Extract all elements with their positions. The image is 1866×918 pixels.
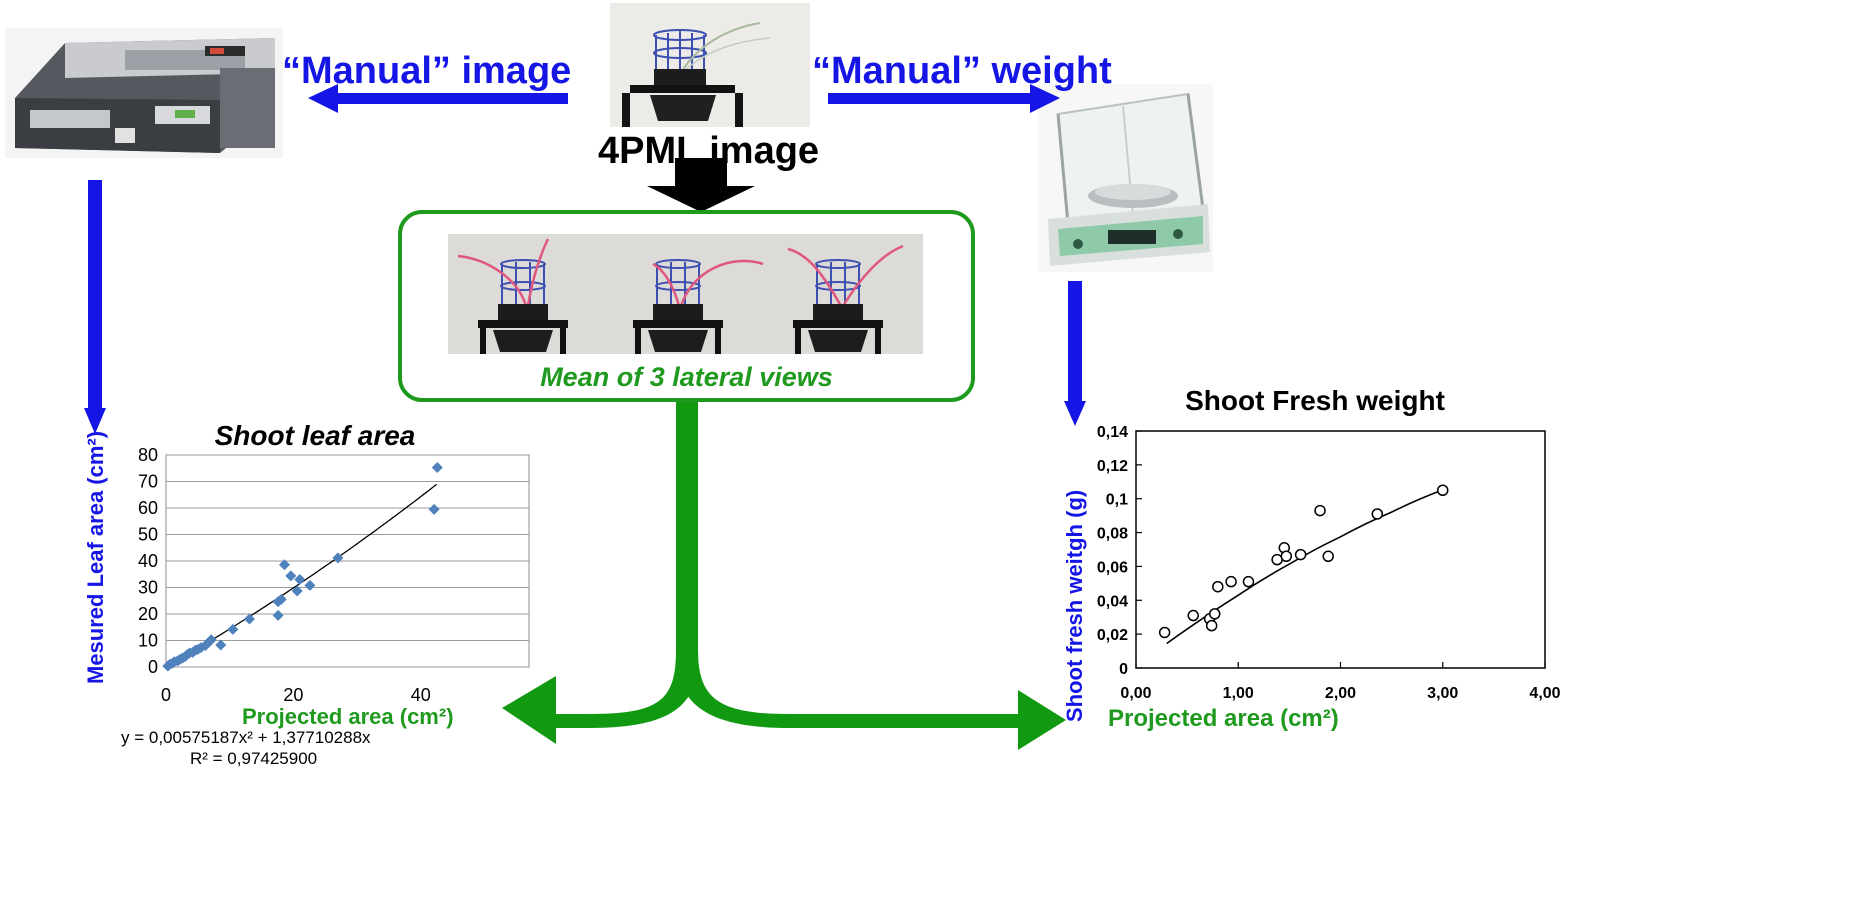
arrow-down-right — [1064, 281, 1086, 426]
data-point — [431, 461, 443, 473]
data-point — [278, 559, 290, 571]
x-tick-label: 0,00 — [1120, 685, 1151, 702]
arrow-green-split — [502, 398, 1066, 750]
right-chart-title: Shoot Fresh weight — [1185, 385, 1445, 416]
manual-weight-label: “Manual” weight — [812, 50, 1112, 92]
data-point — [1158, 626, 1171, 639]
x-tick-label: 40 — [411, 685, 431, 705]
mean-views-label: Mean of 3 lateral views — [540, 362, 833, 392]
data-point — [1314, 504, 1326, 517]
lateral-views-photo — [448, 234, 923, 354]
data-point — [1208, 608, 1221, 620]
leaf-area-chart: 0 10 20 30 40 50 60 70 80 0 20 40 — [138, 448, 530, 705]
data-point — [1322, 550, 1334, 563]
arrow-to-balance — [828, 84, 1060, 113]
data-point — [1187, 609, 1200, 622]
arrow-to-scanner — [308, 84, 568, 113]
data-point — [1437, 484, 1449, 496]
y-tick-label: 70 — [138, 472, 158, 492]
plant-pot-photo — [610, 3, 810, 127]
y-tick-label: 80 — [138, 448, 158, 465]
data-point — [1212, 580, 1224, 593]
data-point — [1371, 508, 1384, 520]
right-chart-xlabel: Projected area (cm²) — [1108, 705, 1339, 732]
plot-area — [1135, 430, 1546, 669]
data-point — [275, 593, 287, 605]
mean-views-box — [398, 210, 975, 402]
data-point — [272, 609, 284, 621]
trend-line — [1166, 489, 1444, 645]
data-point — [1242, 575, 1255, 588]
y-tick-label: 60 — [138, 498, 158, 518]
y-tick-label: 0,08 — [1097, 526, 1128, 543]
fit-equation: y = 0,00575187x² + 1,37710288x — [121, 728, 371, 747]
data-point — [1280, 550, 1293, 563]
data-point — [243, 613, 255, 625]
y-tick-label: 0,04 — [1097, 593, 1128, 610]
data-point — [1294, 548, 1307, 561]
right-chart-ylabel: Shoot fresh weitgh (g) — [1062, 489, 1087, 722]
scanner-photo — [5, 28, 283, 158]
x-tick-label: 0 — [161, 685, 171, 705]
arrow-down-left — [84, 180, 106, 434]
arrow-down-black — [647, 158, 755, 212]
data-point — [332, 552, 344, 564]
balance-photo — [1038, 84, 1213, 272]
data-point — [205, 634, 217, 646]
data-point — [285, 570, 297, 582]
data-point — [1225, 575, 1237, 588]
fresh-weight-chart: 0 0,02 0,04 0,06 0,08 0,1 0,12 0,14 0,00 1,00 2,00… — [1097, 425, 1561, 702]
x-tick-label: 4,00 — [1529, 685, 1560, 702]
y-tick-label: 30 — [138, 578, 158, 598]
y-tick-label: 0 — [1119, 661, 1128, 678]
data-point — [215, 639, 227, 651]
left-chart-ylabel: Mesured Leaf area (cm²) — [83, 430, 108, 684]
y-tick-label: 40 — [138, 551, 158, 571]
y-tick-label: 0 — [148, 657, 158, 677]
data-point — [291, 585, 303, 597]
fit-r2: R² = 0,97425900 — [190, 749, 318, 768]
data-point — [272, 596, 284, 608]
y-tick-label: 0,02 — [1097, 627, 1128, 644]
left-chart-xlabel: Projected area (cm²) — [242, 704, 454, 729]
data-point — [428, 503, 440, 515]
manual-image-label: “Manual” image — [282, 50, 572, 92]
data-point — [304, 579, 316, 591]
x-tick-label: 20 — [283, 685, 303, 705]
y-tick-label: 0,14 — [1097, 425, 1128, 441]
y-tick-label: 0,12 — [1097, 458, 1128, 475]
pml-image-label: 4PML image — [598, 130, 820, 172]
data-point — [294, 574, 306, 586]
data-point — [1205, 619, 1218, 632]
left-chart-title: Shoot leaf area — [214, 420, 416, 451]
x-tick-label: 1,00 — [1223, 685, 1254, 702]
y-tick-label: 0,06 — [1097, 559, 1128, 576]
y-tick-label: 20 — [138, 604, 158, 624]
data-point — [227, 623, 239, 635]
x-tick-label: 3,00 — [1427, 685, 1458, 702]
y-tick-label: 50 — [138, 525, 158, 545]
x-tick-label: 2,00 — [1325, 685, 1356, 702]
y-tick-label: 10 — [138, 631, 158, 651]
y-tick-label: 0,1 — [1106, 492, 1128, 509]
